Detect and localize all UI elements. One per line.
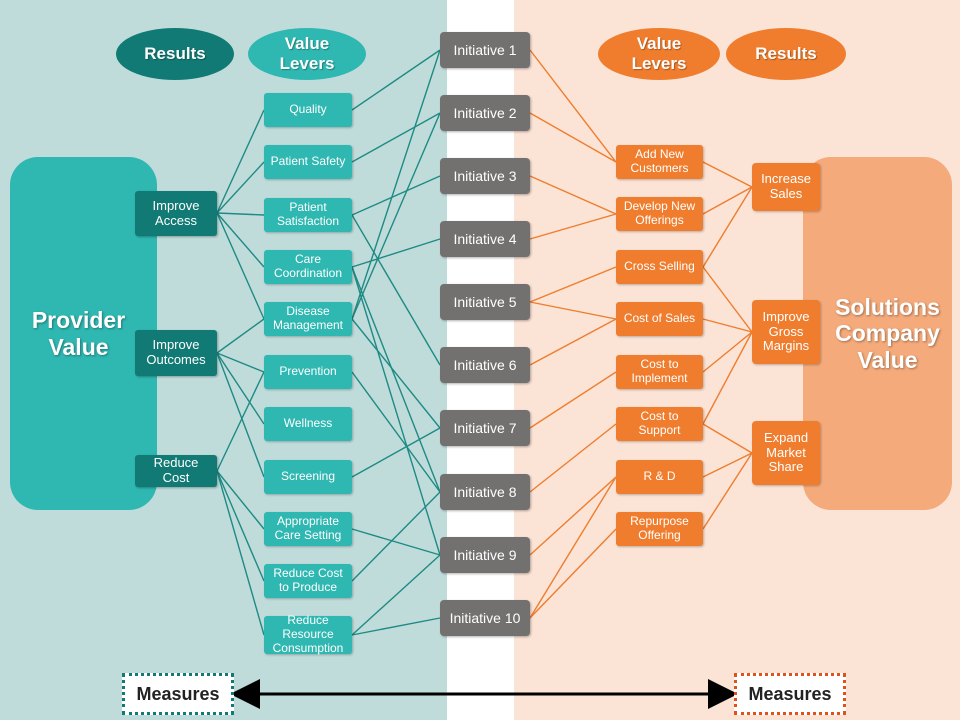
lever-patient-satisfaction: Patient Satisfaction: [264, 198, 352, 232]
result-to-lever-line: [216, 470, 265, 530]
lever-screening: Screening: [264, 460, 352, 494]
result-reduce-cost: Reduce Cost: [135, 455, 217, 487]
initiative-10: Initiative 10: [440, 600, 530, 636]
initiative-to-lever-line: [529, 371, 617, 429]
initiative-to-lever-line: [529, 49, 617, 163]
lever-to-result-line: [702, 161, 753, 188]
lever-to-initiative-line: [351, 214, 441, 366]
initiative-8: Initiative 8: [440, 474, 530, 510]
initiative-4: Initiative 4: [440, 221, 530, 257]
result-to-lever-line: [216, 109, 265, 214]
result-expand-market-share: Expand Market Share: [752, 421, 820, 485]
lever-to-result-line: [702, 186, 753, 215]
lever-to-initiative-line: [351, 238, 441, 268]
result-improve-access: Improve Access: [135, 191, 217, 236]
initiative-2: Initiative 2: [440, 95, 530, 131]
lever-prevention: Prevention: [264, 355, 352, 389]
initiative-to-lever-line: [529, 528, 617, 619]
lever-to-initiative-line: [351, 617, 441, 636]
lever-to-initiative-line: [351, 49, 441, 320]
lever-to-initiative-line: [351, 112, 441, 163]
result-to-lever-line: [216, 318, 265, 354]
lever-to-initiative-line: [351, 491, 441, 582]
lever-reduce-cost-to-produce: Reduce Cost to Produce: [264, 564, 352, 598]
initiative-5: Initiative 5: [440, 284, 530, 320]
result-to-lever-line: [216, 352, 265, 425]
result-to-lever-line: [216, 212, 265, 268]
result-to-lever-line: [216, 352, 265, 478]
lever-to-initiative-line: [351, 427, 441, 478]
initiative-to-lever-line: [529, 318, 617, 366]
lever-wellness: Wellness: [264, 407, 352, 441]
lever-to-result-line: [702, 331, 753, 425]
lever-develop-new-offerings: Develop New Offerings: [616, 197, 703, 231]
lever-to-initiative-line: [351, 528, 441, 556]
initiative-6: Initiative 6: [440, 347, 530, 383]
lever-to-result-line: [702, 331, 753, 373]
lever-disease-management: Disease Management: [264, 302, 352, 336]
lever-to-result-line: [702, 186, 753, 268]
result-to-lever-line: [216, 371, 265, 472]
lever-to-initiative-line: [351, 371, 441, 493]
lever-cost-of-sales: Cost of Sales: [616, 302, 703, 336]
initiative-to-lever-line: [529, 213, 617, 240]
initiative-1: Initiative 1: [440, 32, 530, 68]
lever-to-result-line: [702, 423, 753, 454]
lever-care-coordination: Care Coordination: [264, 250, 352, 284]
lever-cost-to-support: Cost to Support: [616, 407, 703, 441]
lever-r-and-d: R & D: [616, 460, 703, 494]
right-value-levers-header: Value Levers: [598, 28, 720, 80]
provider-value-panel: Provider Value: [10, 157, 157, 510]
initiative-to-lever-line: [529, 476, 617, 556]
lever-reduce-resource-consumption: Reduce Resource Consumption: [264, 613, 352, 655]
initiative-7: Initiative 7: [440, 410, 530, 446]
result-to-lever-line: [216, 470, 265, 582]
initiative-to-lever-line: [529, 476, 617, 619]
initiative-9: Initiative 9: [440, 537, 530, 573]
result-to-lever-line: [216, 161, 265, 214]
initiative-to-lever-line: [529, 423, 617, 493]
initiative-to-lever-line: [529, 301, 617, 320]
result-to-lever-line: [216, 212, 265, 320]
measures-right: Measures: [734, 673, 846, 715]
lever-cost-to-implement: Cost to Implement: [616, 355, 703, 389]
right-results-header: Results: [726, 28, 846, 80]
left-value-levers-header: Value Levers: [248, 28, 366, 80]
lever-add-new-customers: Add New Customers: [616, 145, 703, 179]
result-improve-gross-margins: Improve Gross Margins: [752, 300, 820, 364]
lever-repurpose-offering: Repurpose Offering: [616, 512, 703, 546]
lever-quality: Quality: [264, 93, 352, 127]
lever-to-initiative-line: [351, 266, 441, 493]
lever-to-result-line: [702, 452, 753, 478]
lever-to-initiative-line: [351, 112, 441, 320]
lever-patient-safety: Patient Safety: [264, 145, 352, 179]
result-increase-sales: Increase Sales: [752, 163, 820, 211]
result-improve-outcomes: Improve Outcomes: [135, 330, 217, 376]
initiative-to-lever-line: [529, 266, 617, 303]
left-results-header: Results: [116, 28, 234, 80]
lever-to-result-line: [702, 266, 753, 333]
lever-to-result-line: [702, 318, 753, 333]
initiative-to-lever-line: [529, 112, 617, 163]
lever-to-initiative-line: [351, 318, 441, 429]
result-to-lever-line: [216, 212, 265, 216]
lever-to-initiative-line: [351, 175, 441, 216]
lever-to-initiative-line: [351, 49, 441, 111]
solutions-company-value-panel: Solutions Company Value: [803, 157, 952, 510]
lever-to-initiative-line: [351, 554, 441, 636]
result-to-lever-line: [216, 352, 265, 373]
lever-cross-selling: Cross Selling: [616, 250, 703, 284]
initiative-to-lever-line: [529, 175, 617, 215]
lever-to-result-line: [702, 452, 753, 530]
result-to-lever-line: [216, 470, 265, 636]
initiative-3: Initiative 3: [440, 158, 530, 194]
lever-appropriate-care-setting: Appropriate Care Setting: [264, 512, 352, 546]
measures-left: Measures: [122, 673, 234, 715]
